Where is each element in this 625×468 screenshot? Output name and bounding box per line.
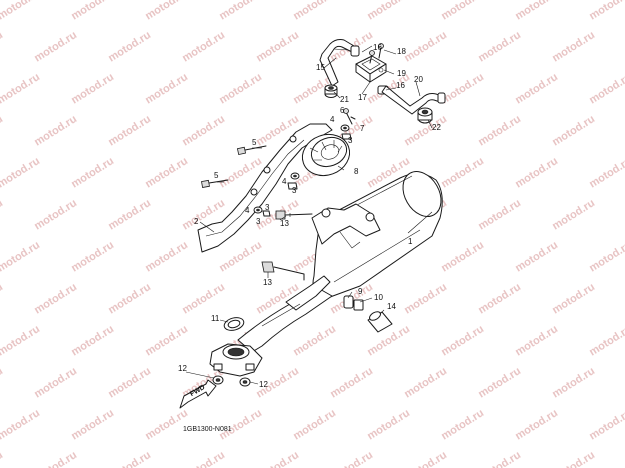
grommet-21 — [324, 84, 338, 98]
callout-part-4-low: 4 — [245, 206, 250, 215]
diagram-reference-code: 1GB1300-N081 — [183, 426, 232, 433]
callout-part-16-upper: 16 — [373, 43, 382, 52]
nut-12-left — [212, 375, 224, 385]
callout-part-22: 22 — [432, 123, 441, 132]
callout-part-6: 6 — [340, 106, 345, 115]
watermark-text: motod.ru — [0, 449, 5, 468]
gasket-11 — [223, 317, 245, 331]
bolt-5-lower — [201, 179, 229, 188]
callout-part-5-upper: 5 — [252, 138, 257, 147]
callout-part-11: 11 — [211, 314, 220, 323]
bolt-13-upper — [275, 210, 313, 220]
air-hose-15 — [319, 39, 355, 87]
callout-part-19: 19 — [397, 69, 406, 78]
hose-clip-16-upper — [350, 45, 360, 57]
damper-14 — [367, 311, 393, 333]
callout-part-13-lower: 13 — [263, 278, 272, 287]
callout-part-13-upper: 13 — [280, 219, 289, 228]
callout-part-3-mid: 3 — [292, 186, 297, 195]
heat-ring-8 — [301, 133, 351, 177]
stud-6-gasket-7 — [343, 108, 356, 125]
callout-part-16-lower: 16 — [396, 81, 405, 90]
callout-part-9: 9 — [358, 287, 363, 296]
callout-part-4-mid: 4 — [282, 177, 287, 186]
bolt-13-lower — [261, 261, 305, 281]
callout-part-14: 14 — [387, 302, 396, 311]
exhaust-pipe — [237, 275, 333, 353]
callout-part-10: 10 — [374, 293, 383, 302]
callout-part-20: 20 — [414, 75, 423, 84]
leader-lines — [185, 45, 433, 385]
air-hose-20 — [381, 85, 446, 115]
callout-part-8: 8 — [354, 167, 359, 176]
reed-valve-17 — [355, 55, 387, 83]
callout-part-1: 1 — [408, 237, 413, 246]
callout-part-12-left: 12 — [178, 364, 187, 373]
grommet-22 — [417, 107, 433, 124]
screw-18 — [369, 43, 384, 64]
muffler-1 — [311, 171, 443, 301]
washer-4-nut-3-top — [340, 124, 352, 140]
bolt-5-upper — [236, 145, 267, 156]
callout-part-2: 2 — [194, 217, 199, 226]
callout-part-5-lower: 5 — [214, 171, 219, 180]
gasket-19 — [378, 67, 384, 73]
callout-part-12-right: 12 — [259, 380, 268, 389]
callout-part-3-low: 3 — [265, 203, 270, 212]
forward-arrow-icon — [179, 379, 217, 409]
callout-part-15: 15 — [316, 63, 325, 72]
nut-12-right — [239, 377, 251, 387]
collar-9 — [343, 295, 354, 309]
callout-part-21: 21 — [340, 95, 349, 104]
callout-part-3-bottom: 3 — [256, 217, 261, 226]
callout-part-18: 18 — [397, 47, 406, 56]
callout-part-4-top: 4 — [330, 115, 335, 124]
washer-4-nut-3-mid — [287, 172, 300, 190]
callout-part-7: 7 — [360, 124, 365, 133]
callout-part-17: 17 — [358, 93, 367, 102]
muffler-protector-2 — [197, 123, 333, 253]
callout-part-3-top: 3 — [348, 136, 353, 145]
washer-4-nut-3-low — [253, 206, 271, 217]
exhaust-flange — [209, 343, 263, 377]
spacer-10 — [353, 299, 364, 311]
